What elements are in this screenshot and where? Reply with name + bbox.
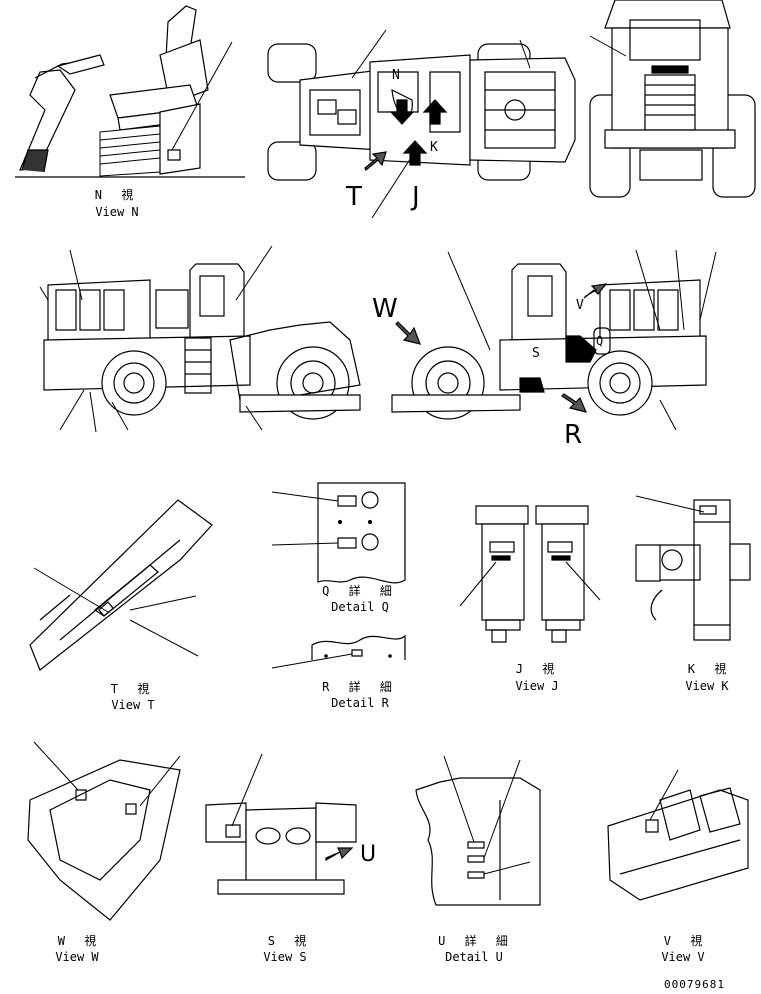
view-j-filters — [460, 506, 600, 642]
view-k-label-jp: K 視 — [687, 662, 733, 676]
view-v-drawing — [608, 770, 748, 900]
view-n-label-en: View N — [95, 205, 139, 219]
detail-r-label-jp: R 詳 細 — [322, 680, 398, 694]
detail-r-label-en: Detail R — [331, 696, 389, 710]
callout-n: N — [392, 68, 400, 83]
callout-r: R — [564, 420, 583, 450]
detail-u-label-jp: U 詳 細 — [438, 934, 514, 948]
callout-t: T — [346, 182, 362, 212]
callout-v: V — [576, 298, 584, 313]
view-n-seat-drawing — [15, 6, 245, 177]
right-side-view-machine — [392, 250, 716, 430]
view-n-label-jp: N 視 — [94, 188, 140, 202]
detail-u-drawing — [416, 756, 540, 905]
callout-s: S — [532, 346, 540, 361]
callout-w: W — [372, 294, 398, 324]
view-j-label-jp: J 視 — [515, 662, 561, 676]
view-s-label-en: View S — [263, 950, 307, 964]
view-t-label-en: View T — [111, 698, 155, 712]
front-view-machine — [590, 0, 755, 197]
view-t-label-jp: T 視 — [110, 682, 156, 696]
detail-q-label-en: Detail Q — [331, 600, 389, 614]
detail-q-label-jp: Q 詳 細 — [322, 584, 398, 598]
view-s-drawing — [206, 754, 356, 894]
callout-u: U — [360, 842, 377, 867]
detail-r-drawing — [272, 636, 405, 668]
view-w-label-en: View W — [55, 950, 99, 964]
view-w-label-jp: W 視 — [57, 934, 103, 948]
view-t-drawing — [30, 500, 212, 670]
view-k-label-en: View K — [685, 679, 729, 693]
callout-j: J — [412, 182, 420, 212]
callout-k: K — [430, 140, 438, 155]
top-view-machine — [268, 30, 575, 218]
view-s-label-jp: S 視 — [267, 934, 313, 948]
view-j-label-en: View J — [515, 679, 559, 693]
view-w-drawing — [28, 742, 180, 920]
view-v-label-jp: V 視 — [663, 934, 709, 948]
left-side-view-machine — [40, 246, 360, 432]
document-number: 00079681 — [664, 978, 725, 991]
view-k-drawing — [636, 496, 750, 640]
detail-q-drawing — [272, 483, 405, 583]
detail-u-label-en: Detail U — [445, 950, 503, 964]
view-v-label-en: View V — [661, 950, 705, 964]
callout-q: Q — [596, 334, 604, 348]
